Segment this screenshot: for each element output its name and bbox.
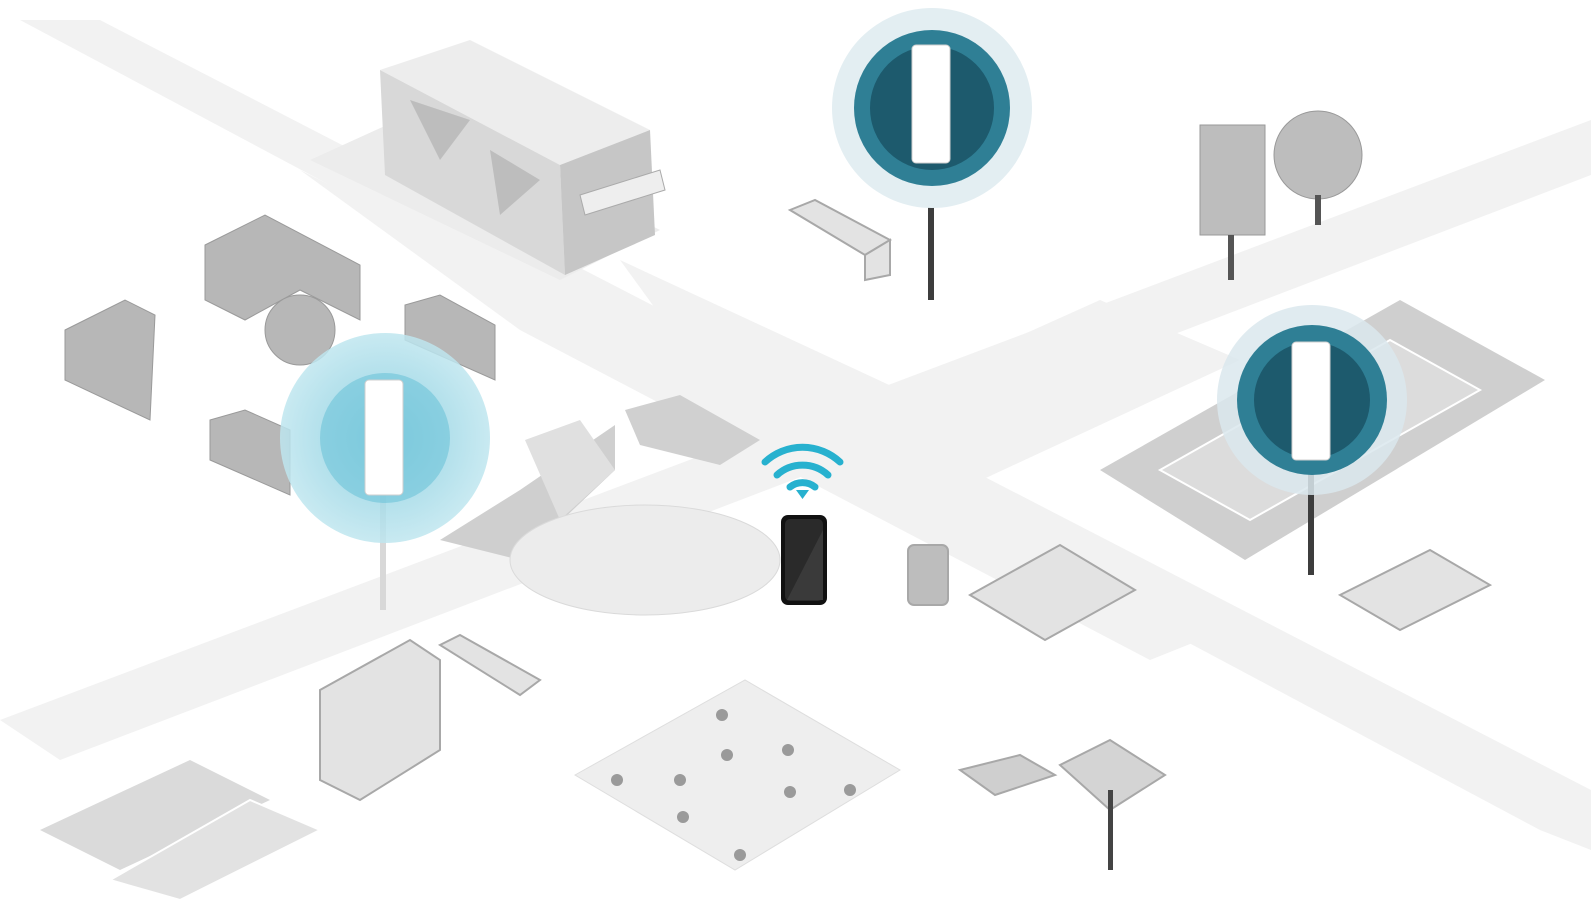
trees xyxy=(1199,110,1363,280)
access-point-right xyxy=(1217,305,1407,495)
poles xyxy=(380,160,1314,610)
smartphone-icon xyxy=(781,515,827,605)
roads xyxy=(0,20,1591,850)
furniture xyxy=(319,198,1493,870)
building xyxy=(380,40,666,275)
access-point-icon xyxy=(1291,341,1331,461)
access-point-icon xyxy=(911,44,951,164)
access-point-top xyxy=(832,8,1032,208)
hedges xyxy=(64,214,496,496)
skate-park xyxy=(440,395,781,616)
wifi-signal-icon xyxy=(761,443,844,499)
fountains xyxy=(611,709,856,861)
access-point-icon xyxy=(364,379,404,496)
access-point-left xyxy=(280,333,490,543)
